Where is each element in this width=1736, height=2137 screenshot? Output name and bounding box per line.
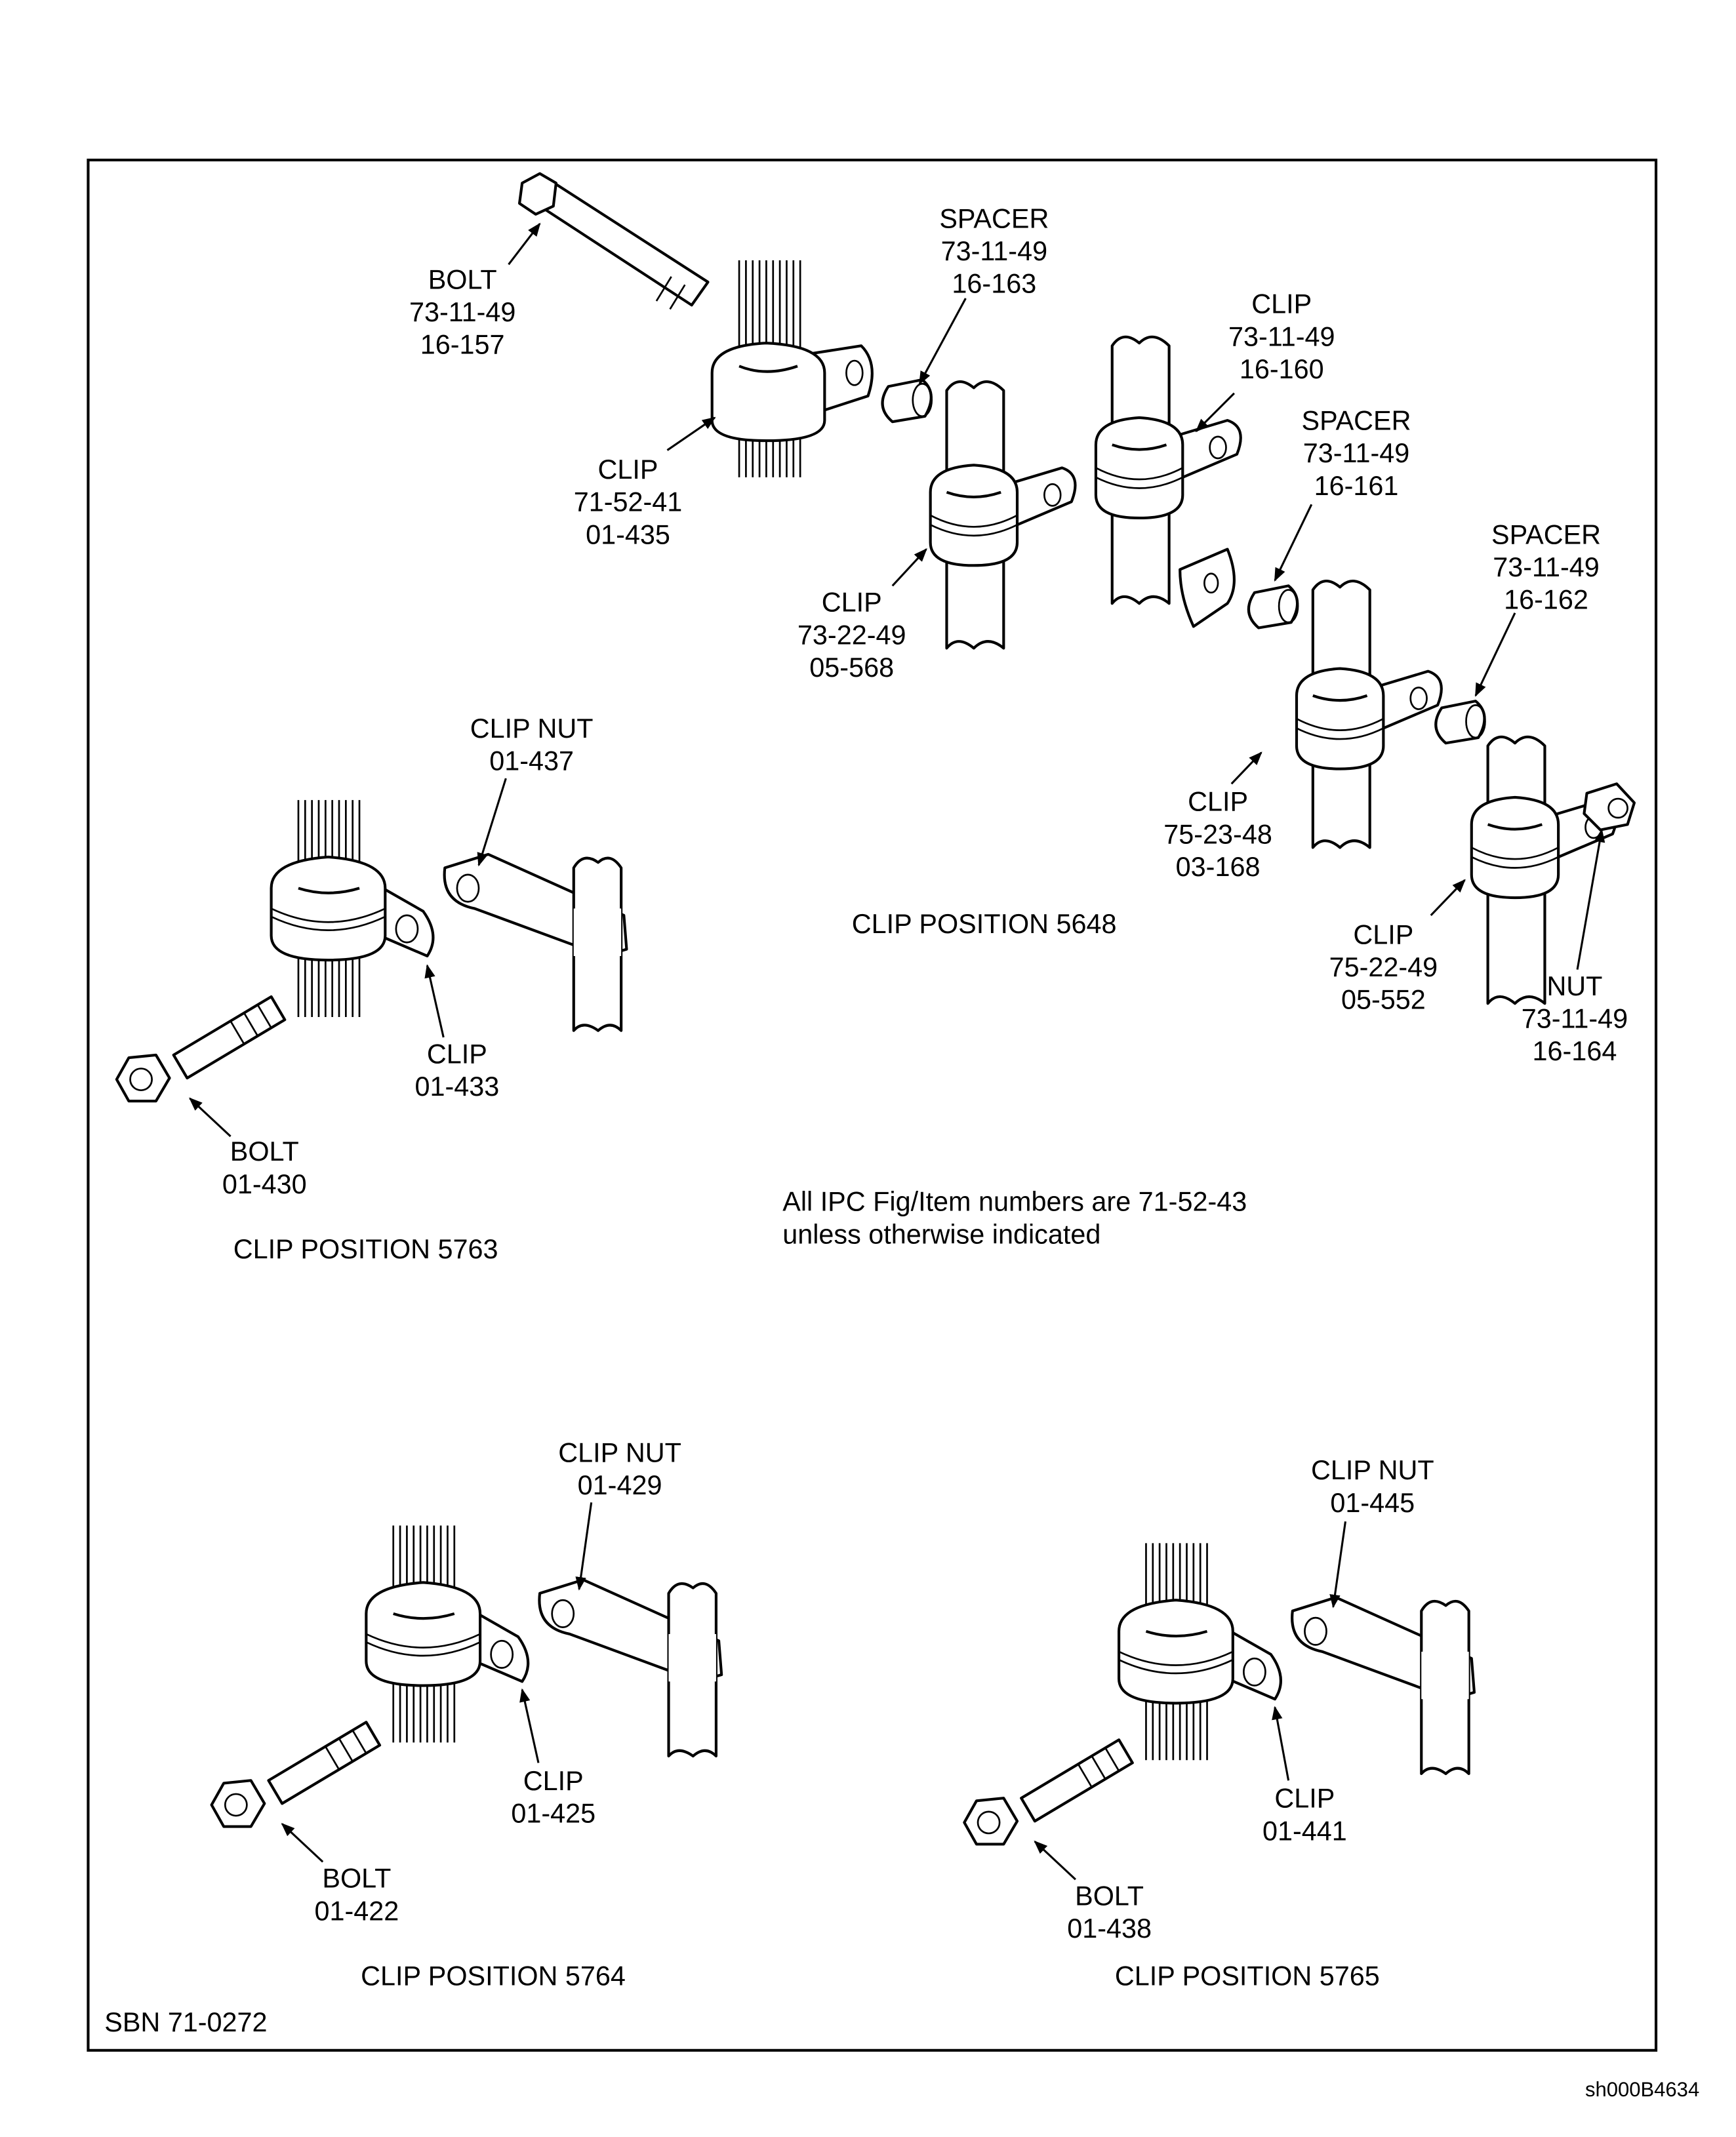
callout-line: CLIP NUT	[558, 1439, 681, 1469]
callout-line: BOLT	[1075, 1882, 1144, 1912]
callout-line: 01-437	[489, 747, 575, 777]
position-5764-drawing	[212, 1526, 722, 1827]
callout-line: BOLT	[230, 1138, 299, 1168]
callout-line: 16-162	[1504, 586, 1588, 616]
callout-line: 75-22-49	[1329, 953, 1438, 984]
callout-line: 16-160	[1239, 355, 1324, 386]
callout-line: CLIP NUT	[1310, 1456, 1434, 1487]
position-title-5764: CLIP POSITION 5764	[361, 1962, 626, 1992]
note-line: All IPC Fig/Item numbers are 71-52-43	[782, 1188, 1247, 1218]
position-title-5763: CLIP POSITION 5763	[233, 1235, 498, 1266]
position-title-5765: CLIP POSITION 5765	[1114, 1962, 1380, 1992]
callout-line: 73-11-49	[1228, 323, 1335, 353]
bolt-16-157	[530, 177, 710, 307]
position-5648-drawing	[517, 172, 1636, 1004]
callout-line: 73-11-49	[1493, 553, 1600, 584]
callout-line: 16-161	[1314, 471, 1399, 502]
callout-line: 01-435	[586, 521, 670, 551]
callout-line: NUT	[1546, 972, 1603, 1003]
callout-line: 16-163	[952, 270, 1037, 300]
callout-line: 73-11-49	[409, 298, 516, 329]
callout-line: CLIP	[426, 1040, 487, 1070]
callout-line: 05-552	[1341, 986, 1426, 1016]
callout-line: 01-433	[414, 1072, 500, 1103]
callout-line: CLIP	[1251, 290, 1312, 321]
callout-line: 05-568	[809, 653, 895, 684]
leader-arrows	[189, 222, 1605, 1881]
sheet-id: sh000B4634	[1585, 2079, 1700, 2102]
callout-line: 01-438	[1067, 1915, 1152, 1945]
callout-line: BOLT	[428, 266, 497, 296]
callout-line: 16-164	[1532, 1037, 1617, 1068]
callout-line: SPACER	[1301, 407, 1411, 437]
position-5765-drawing	[964, 1543, 1474, 1844]
callout-line: CLIP	[1274, 1784, 1335, 1814]
callout-line: 01-425	[511, 1799, 596, 1829]
callout-line: CLIP	[1188, 788, 1249, 818]
position-5763-drawing	[117, 800, 627, 1101]
callout-line: CLIP	[523, 1767, 584, 1797]
callout-line: 71-52-41	[573, 488, 683, 518]
drawing-frame	[87, 158, 1658, 2052]
callout-line: 01-429	[577, 1471, 662, 1502]
callout-line: CLIP	[1353, 921, 1414, 951]
callout-line: SPACER	[939, 205, 1049, 235]
callout-line: 01-441	[1262, 1817, 1347, 1847]
callout-line: 73-22-49	[797, 621, 906, 651]
callout-line: 73-11-49	[940, 237, 1048, 268]
callout-line: 73-11-49	[1302, 439, 1410, 469]
callout-line: SPACER	[1491, 521, 1602, 551]
note-line: unless otherwise indicated	[782, 1220, 1101, 1250]
callout-line: 16-157	[420, 330, 505, 361]
callout-line: 01-430	[222, 1170, 307, 1201]
callout-line: CLIP NUT	[470, 714, 594, 745]
sbn-label: SBN 71-0272	[104, 2008, 268, 2039]
callout-line: CLIP	[821, 588, 882, 619]
callout-line: 73-11-49	[1521, 1005, 1628, 1035]
callout-line: CLIP	[597, 455, 658, 486]
callout-line: 03-168	[1175, 852, 1261, 883]
callout-line: 01-445	[1330, 1488, 1415, 1519]
callout-line: 75-23-48	[1163, 820, 1272, 850]
position-title-5648: CLIP POSITION 5648	[851, 909, 1117, 940]
callout-line: BOLT	[322, 1864, 392, 1894]
callout-line: 01-422	[314, 1897, 399, 1927]
